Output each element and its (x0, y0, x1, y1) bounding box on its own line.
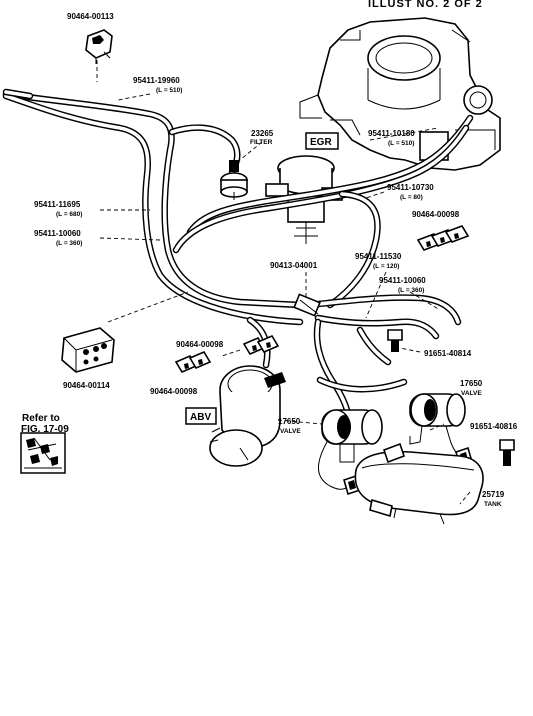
length-95411-10730: (L = 80) (400, 194, 423, 201)
hose-bracket-90464-00114-drawing (61, 327, 115, 373)
name-17650-right: VALVE (461, 390, 482, 397)
label-95411-10180: 95411-10180 (368, 129, 415, 138)
label-25719: 25719 (482, 490, 505, 499)
label-95411-10060-right: 95411-10060 (379, 276, 426, 285)
leader-90464-00114 (107, 291, 189, 323)
label-90413-04001: 90413-04001 (270, 261, 318, 270)
abv-valve-drawing (209, 365, 286, 467)
label-90464-00098-low: 90464-00098 (150, 387, 198, 396)
name-23265: FILTER (250, 139, 273, 146)
hose-clamps-90464-00098-mid-drawing (242, 334, 280, 356)
refer-figure-inset[interactable] (20, 432, 66, 474)
bolt-91651-40816-drawing (499, 439, 515, 466)
egr-label: EGR (310, 137, 332, 148)
name-17650-left: VALVE (280, 428, 301, 435)
label-90464-00098-right: 90464-00098 (412, 210, 460, 219)
length-95411-11530: (L = 120) (373, 263, 399, 270)
length-95411-10060-right: (L = 360) (398, 287, 424, 294)
label-90464-00114: 90464-00114 (63, 381, 110, 390)
refer-to-label: Refer to (22, 413, 60, 424)
carburetor-drawing (299, 17, 501, 171)
label-17650-left: 17650 (278, 417, 301, 426)
refer-figure-label[interactable]: FIG. 17-09 (21, 424, 69, 435)
label-90464-00113: 90464-00113 (67, 12, 114, 21)
abv-label: ABV (190, 412, 211, 423)
illustration-header: ILLUST NO. 2 OF 2 (368, 0, 483, 10)
part-number-labels: 90464-00113 95411-19960 (L = 510) 23265 … (34, 12, 518, 508)
label-17650-right: 17650 (460, 379, 483, 388)
label-95411-10730: 95411-10730 (387, 183, 434, 192)
egr-box (305, 132, 339, 150)
length-95411-10180: (L = 510) (388, 140, 414, 147)
length-95411-11695: (L = 680) (56, 211, 82, 218)
vacuum-junction-fitting (293, 293, 321, 317)
name-25719: TANK (484, 501, 502, 508)
label-95411-19960: 95411-19960 (133, 76, 180, 85)
label-91651-40814: 91651-40814 (424, 349, 472, 358)
label-95411-11695: 95411-11695 (34, 200, 81, 209)
label-95411-10060-left: 95411-10060 (34, 229, 81, 238)
hose-clamps-90464-00098-right-drawing (416, 225, 470, 251)
label-91651-40816: 91651-40816 (470, 422, 518, 431)
label-23265: 23265 (251, 129, 274, 138)
label-95411-11530: 95411-11530 (355, 252, 402, 261)
hose-clamp-90464-00113-drawing (85, 29, 113, 64)
hose-clamps-90464-00098-low-drawing (174, 350, 212, 374)
vacuum-filter-drawing (220, 160, 248, 200)
bolt-91651-40814-drawing (387, 329, 403, 352)
length-95411-10060-left: (L = 360) (56, 240, 82, 247)
leader-lines (99, 93, 471, 505)
abv-box (185, 407, 217, 425)
label-90464-00098-mid: 90464-00098 (176, 340, 224, 349)
vacuum-tank-drawing (354, 442, 484, 525)
length-95411-19960: (L = 510) (156, 87, 182, 94)
